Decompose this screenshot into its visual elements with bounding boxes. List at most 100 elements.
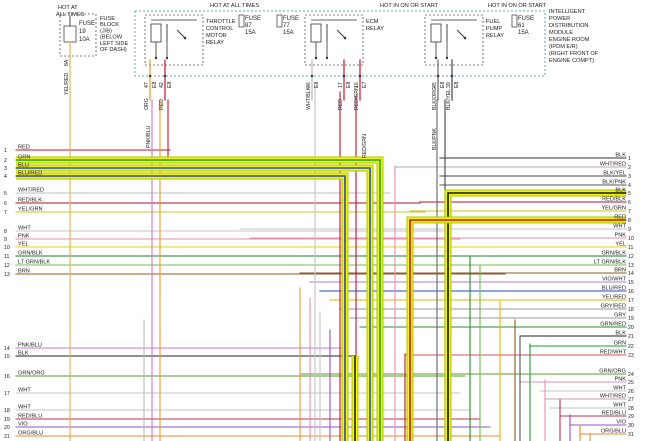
relay-leg <box>315 42 328 58</box>
left-wire-label: YEL/GRN <box>18 207 43 213</box>
right-wire-label: LT GRN/BLK <box>594 260 626 266</box>
right-wire-label: WHT <box>613 386 626 392</box>
relay-node <box>445 56 449 60</box>
highlight-outline <box>444 189 626 441</box>
fuse-block-caption: BLOCK <box>100 22 119 28</box>
fuse-block-caption: (J/B) <box>100 28 112 34</box>
right-pin-number: 13 <box>628 263 634 269</box>
left-wire-label: RED/BLU <box>18 414 42 420</box>
right-pin-number: 7 <box>628 209 631 215</box>
relay-box <box>304 14 364 66</box>
ipdm-pin-node <box>148 74 152 78</box>
relay-fuse-number: 77 <box>283 23 290 29</box>
ipdm-pin-wire-label: BLK/YEL <box>446 89 452 110</box>
right-wire-label: VIO/WHT <box>602 277 627 283</box>
relay-leg <box>435 42 448 58</box>
right-pin-number: 17 <box>628 298 634 304</box>
left-pin-number: 3 <box>4 166 7 172</box>
right-pin-number: 3 <box>628 174 631 180</box>
right-wire-label: YEL/GRN <box>601 206 626 212</box>
mid-label-pnk-blu: PNK/BLU <box>146 126 152 148</box>
right-pin-number: 12 <box>628 254 634 260</box>
right-connector-labels: 1BLK2WHT/RED3BLK/YEL4BLK/PNK5BLK6RED/BLK… <box>594 153 634 439</box>
relay-box <box>144 14 204 66</box>
ipdm-pin-node <box>436 74 440 78</box>
right-wire-label: BRN <box>614 268 626 274</box>
relay-fuse-icon <box>511 14 518 28</box>
left-pin-number: 16 <box>4 374 10 380</box>
fuse-block-label: FUSE <box>79 21 95 27</box>
highlight-outline <box>16 156 384 441</box>
ipdm-pin-wire-label: RED/GRN <box>354 86 360 110</box>
left-pin-number: 12 <box>4 263 10 269</box>
right-pin-number: 25 <box>628 380 634 386</box>
right-wire-label: GRN/RED <box>600 322 626 328</box>
relay-name: FUEL <box>486 19 500 25</box>
right-pin-number: 26 <box>628 389 634 395</box>
right-pin-number: 1 <box>628 156 631 162</box>
left-wire-label: PNK/BLU <box>18 343 42 349</box>
left-wire-label: GRN/BLK <box>18 251 43 257</box>
left-pin-number: 20 <box>4 425 10 431</box>
highlighted-circuit <box>16 156 626 441</box>
fuse-block-number: 19 <box>79 29 86 35</box>
right-pin-number: 5 <box>628 191 631 197</box>
right-wire-label: RED/BLU <box>602 411 626 417</box>
ipdm-caption-line: POWER <box>549 16 570 22</box>
left-pin-number: 13 <box>4 272 10 278</box>
mid-label-red-grn: RED/GRN <box>362 134 368 158</box>
right-pin-number: 24 <box>628 372 634 378</box>
left-pin-number: 5 <box>4 191 7 197</box>
ipdm-pin-wire-label: BLK/ORG <box>432 87 438 110</box>
left-pin-number: 7 <box>4 210 7 216</box>
right-wire-label: WHT/RED <box>600 162 626 168</box>
highlight-outline <box>16 164 374 441</box>
ipdm-pin-node <box>342 74 346 78</box>
ipdm-pin-connector: E7 <box>362 82 368 88</box>
relay-node <box>154 56 158 60</box>
ipdm-pin-node <box>310 74 314 78</box>
ipdm-pin-number: 39 <box>446 82 452 88</box>
ipdm-pin-connector: E8 <box>152 82 158 88</box>
right-wire-label: BLK <box>615 153 626 159</box>
right-wire-label: GRN <box>614 341 626 347</box>
highlight-core <box>16 167 371 441</box>
ipdm-caption-line: (IPDM E/R) <box>549 44 578 50</box>
relay-fuse-amps: 15A <box>518 30 529 36</box>
right-wire-label: RED <box>614 215 626 221</box>
relay-contact-node <box>343 36 347 40</box>
ipdm-pin-number: 42 <box>159 82 165 88</box>
ipdm-caption-line: INTELLIGENT <box>549 9 586 15</box>
left-pin-number: 19 <box>4 417 10 423</box>
right-wire-label: WHT <box>613 403 626 409</box>
right-pin-number: 23 <box>628 353 634 359</box>
ipdm-pin-connector: E8 <box>440 82 446 88</box>
right-wire-label: GRN/ORG <box>599 369 626 375</box>
ipdm-pin-wire-label: ORG <box>144 98 150 110</box>
right-wire-label: YEL/RED <box>602 295 626 301</box>
right-pin-number: 16 <box>628 289 634 295</box>
fuse-block-caption: (BELOW <box>100 35 123 41</box>
ipdm-caption-line: (RIGHT FRONT OF <box>549 51 599 57</box>
right-wire-label: BLK <box>615 331 626 337</box>
relay-name: RELAY <box>366 26 384 32</box>
right-wire-label: PNK <box>614 377 626 383</box>
relay-coil <box>430 23 442 43</box>
ipdm-pin-number: 17 <box>338 82 344 88</box>
fuse-block-caption: OF DASH) <box>100 47 127 53</box>
fuse-block-fuse-icon <box>63 25 77 43</box>
right-wire-label: BLK/YEL <box>603 171 626 177</box>
highlight-glow <box>16 173 348 441</box>
highlight-core <box>16 175 346 441</box>
ipdm-pin-number: 47 <box>144 82 150 88</box>
right-pin-number: 22 <box>628 344 634 350</box>
fuse-block-caption: FUSE <box>100 16 115 22</box>
left-pin-number: 10 <box>4 245 10 251</box>
relay-fuse-label: FUSE <box>518 16 534 22</box>
ipdm-pin-connector: E8 <box>167 82 173 88</box>
ipdm-pin-number: 16 <box>354 82 360 88</box>
right-pin-number: 10 <box>628 236 634 242</box>
left-wire-label: BLK <box>18 351 29 357</box>
